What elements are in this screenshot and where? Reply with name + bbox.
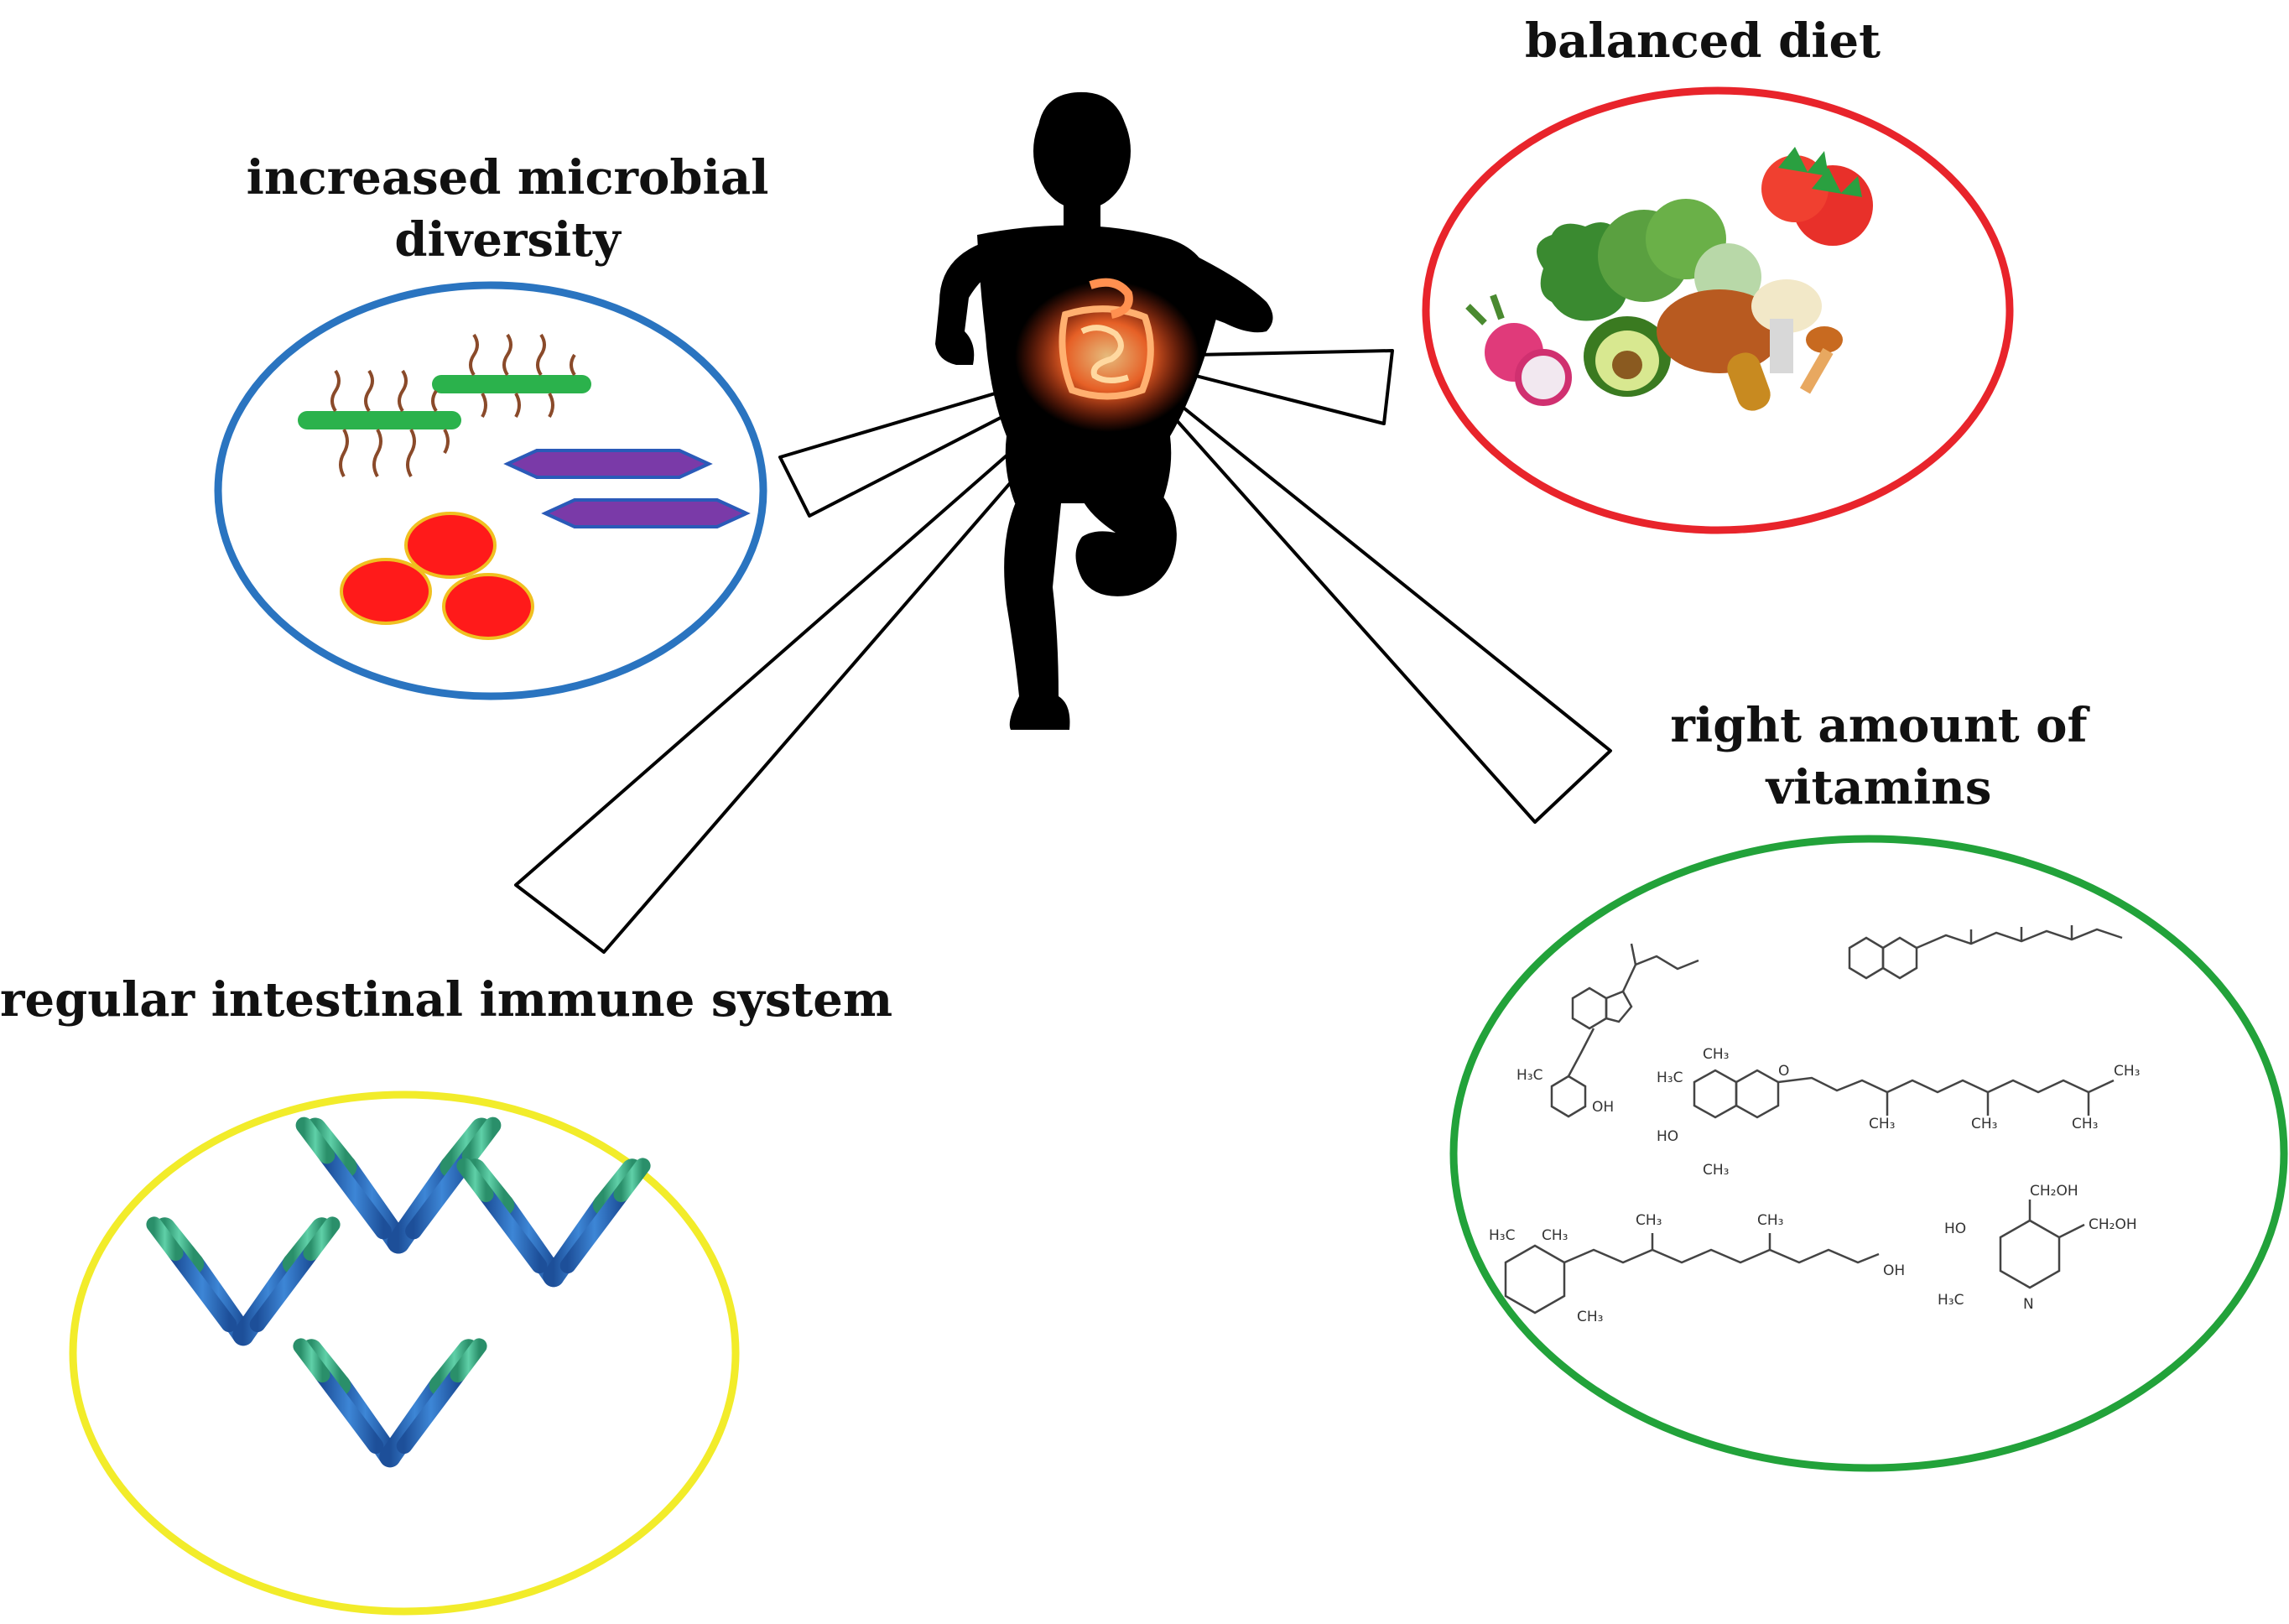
antibody-group — [154, 1126, 643, 1607]
beam-vitamins — [1118, 355, 1612, 824]
antibody-icon — [465, 1166, 643, 1426]
vitamin-a-structure: H₃C CH₃ CH₃ CH₃ OH CH₃ — [1489, 1212, 1905, 1325]
chem-label-ch3-a3: CH₃ — [1757, 1212, 1783, 1229]
chem-label-h3c-a: H₃C — [1489, 1227, 1515, 1244]
vitamin-e-structure: H₃C CH₃ HO CH₃ O CH₃ CH₃ CH₃ CH₃ — [1657, 1046, 2140, 1179]
label-balanced-diet-text: balanced diet — [1524, 13, 1881, 69]
chem-label-ch3-a2: CH₃ — [1636, 1212, 1662, 1229]
chem-label-ch3-e4: CH₃ — [1971, 1116, 1997, 1132]
vitamin-d-structure: H₃C OH — [1516, 943, 1699, 1118]
label-balanced-diet: balanced diet — [1426, 10, 1979, 72]
chem-label-ch3-e1: CH₃ — [1703, 1046, 1729, 1063]
chem-label-h3c-d: H₃C — [1516, 1067, 1542, 1084]
chem-label-oh-d: OH — [1592, 1099, 1614, 1116]
intestine-icon — [1015, 278, 1199, 432]
label-vitamins-line2: vitamins — [1766, 760, 1992, 815]
chem-label-ch3-e5: CH₃ — [2072, 1116, 2098, 1132]
vitamin-k-structure — [1848, 925, 2123, 980]
label-vitamins: right amount of vitamins — [1594, 695, 2164, 819]
molecule-icon: H₃C OH H₃C CH₃ HO CH₃ O CH₃ CH₃ CH₃ CH₃ — [1489, 925, 2140, 1325]
microbial-circle — [214, 281, 767, 700]
label-immune-system: regular intestinal immune system — [0, 969, 893, 1031]
chem-label-ho-b6: HO — [1944, 1221, 1966, 1237]
chem-label-ch3-e3: CH₃ — [1869, 1116, 1895, 1132]
chem-label-ch3-a4: CH₃ — [1577, 1309, 1603, 1325]
chem-label-h3c-b6: H₃C — [1938, 1292, 1964, 1309]
label-microbial-line2: diversity — [394, 212, 621, 268]
chem-label-o-e: O — [1778, 1063, 1789, 1080]
diet-circle — [1422, 86, 2014, 534]
label-microbial-diversity: increased microbial diversity — [193, 147, 822, 271]
bacteria-icon — [298, 333, 751, 640]
chem-label-n-b6: N — [2023, 1296, 2034, 1313]
label-vitamins-line1: right amount of — [1670, 698, 2088, 753]
chem-label-ch3-e2: CH₃ — [1703, 1162, 1729, 1179]
chem-label-ch3-e6: CH₃ — [2114, 1063, 2140, 1080]
chem-label-ch2oh-b6b: CH₂OH — [2089, 1216, 2137, 1233]
chem-label-ch2oh-b6a: CH₂OH — [2030, 1183, 2078, 1200]
label-microbial-line1: increased microbial — [246, 150, 769, 206]
vitamins-circle — [1449, 835, 2288, 1472]
vitamin-b6-structure: CH₂OH CH₂OH HO H₃C N — [1938, 1183, 2137, 1313]
beam-immune — [514, 355, 1121, 954]
chem-label-ho-e: HO — [1657, 1128, 1678, 1145]
chem-label-ch3-a1: CH₃ — [1542, 1227, 1568, 1244]
chem-label-h3c-e: H₃C — [1657, 1070, 1683, 1086]
food-icon — [1465, 147, 1873, 411]
chem-label-oh-a: OH — [1883, 1262, 1905, 1279]
label-immune-text: regular intestinal immune system — [0, 972, 893, 1028]
